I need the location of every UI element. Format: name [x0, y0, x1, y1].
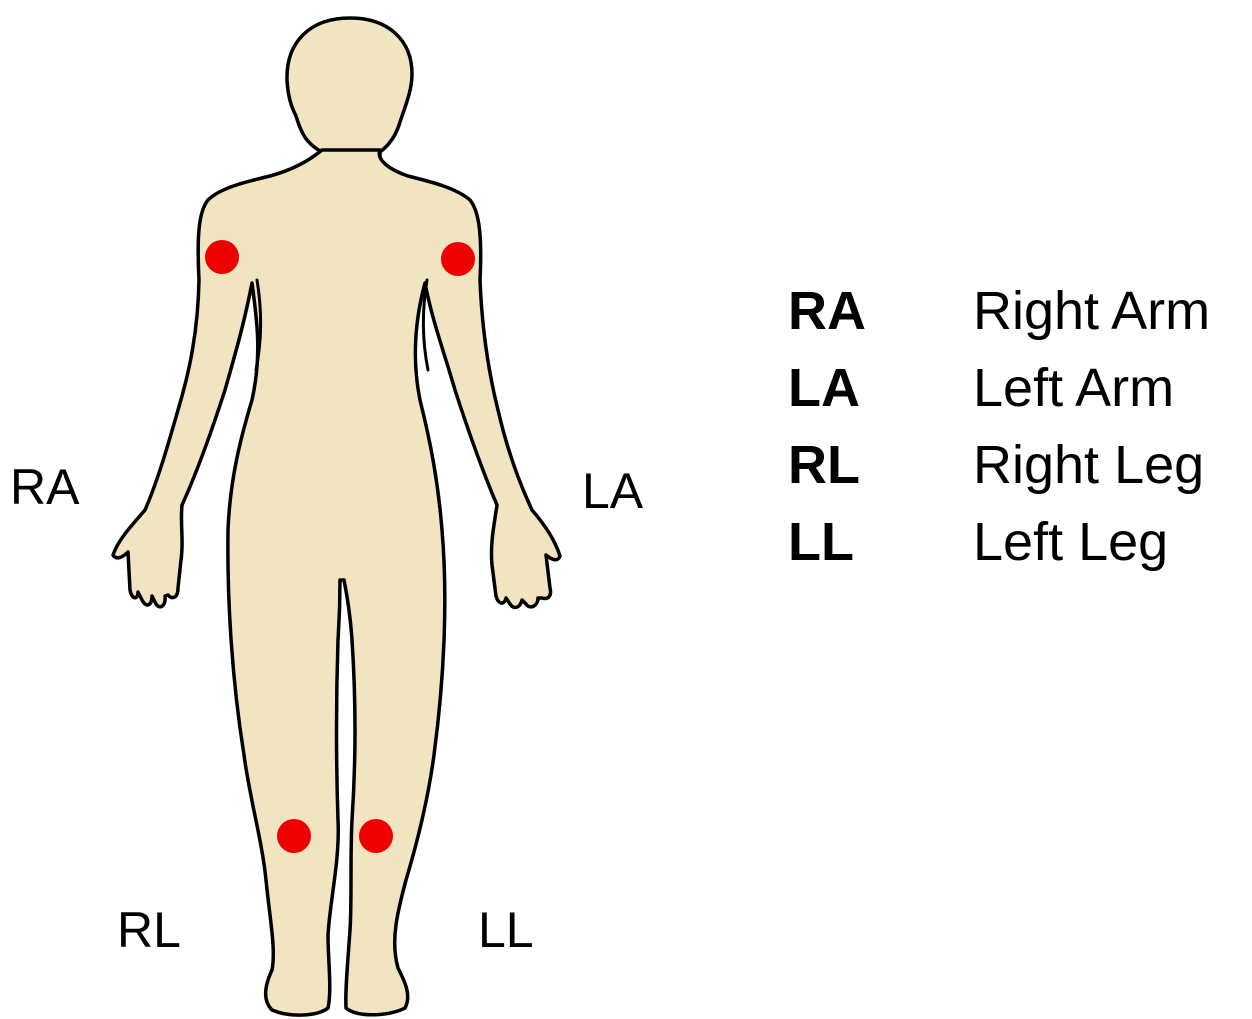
electrode-left-arm [441, 242, 475, 276]
body-silhouette [113, 150, 560, 1015]
electrode-right-leg [277, 819, 311, 853]
head [287, 18, 412, 158]
legend-abbr: LA [788, 361, 973, 415]
legend-desc: Left Arm [973, 361, 1174, 415]
legend-row: RA Right Arm [788, 284, 1210, 361]
legend-desc: Left Leg [973, 515, 1168, 569]
electrode-legend: RA Right Arm LA Left Arm RL Right Leg LL… [788, 284, 1210, 592]
legend-row: LA Left Arm [788, 361, 1210, 438]
legend-desc: Right Arm [973, 284, 1210, 338]
electrode-left-leg [359, 819, 393, 853]
legend-abbr: RL [788, 438, 973, 492]
legend-abbr: LL [788, 515, 973, 569]
legend-abbr: RA [788, 284, 973, 338]
label-right-arm: RA [10, 462, 79, 512]
legend-desc: Right Leg [973, 438, 1204, 492]
legend-row: LL Left Leg [788, 515, 1210, 592]
label-left-arm: LA [582, 466, 643, 516]
legend-row: RL Right Leg [788, 438, 1210, 515]
label-left-leg: LL [478, 905, 534, 955]
label-right-leg: RL [117, 905, 181, 955]
electrode-right-arm [205, 240, 239, 274]
